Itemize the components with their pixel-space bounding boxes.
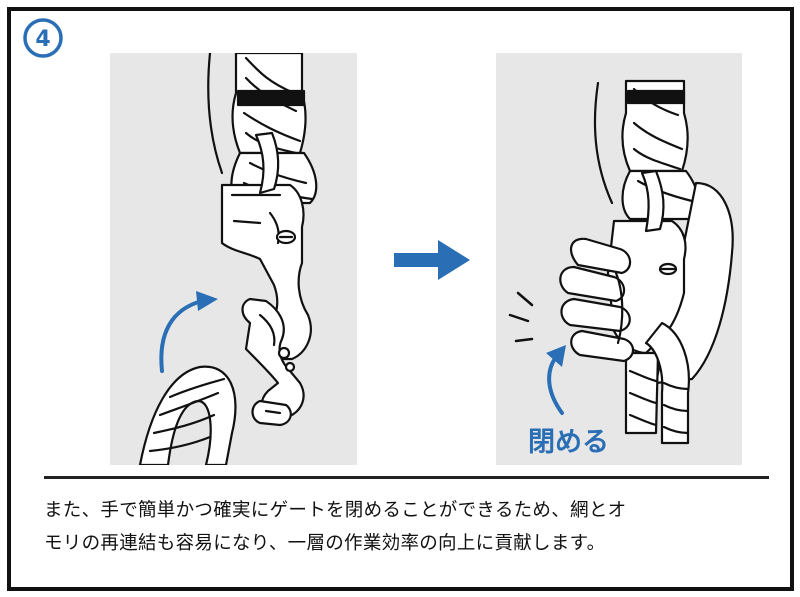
right-arrow-icon xyxy=(392,238,472,282)
close-action-label: 閉める xyxy=(528,427,609,458)
motion-arrow-icon xyxy=(159,291,218,373)
motion-lines-icon xyxy=(508,291,534,343)
panel-closed-gate xyxy=(496,53,742,465)
closed-hook-illustration xyxy=(508,79,734,445)
caption-divider xyxy=(44,476,769,479)
circled-number-icon: 4 xyxy=(23,18,63,58)
open-hook-illustration xyxy=(138,53,318,465)
motion-arrow-icon xyxy=(546,345,566,415)
panel-open-gate xyxy=(110,53,357,465)
caption-text: また、手で簡単かつ確実にゲートを閉めることができるため、網とオ モリの再連結も容… xyxy=(44,500,627,554)
step-number: 4 xyxy=(35,27,50,52)
step-number-badge: 4 xyxy=(22,17,64,59)
